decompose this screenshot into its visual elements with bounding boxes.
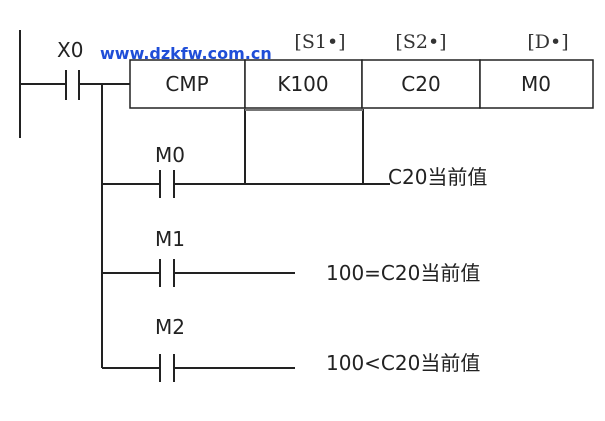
m1-contact-label: M1 (155, 227, 185, 251)
x0-contact[interactable] (65, 70, 80, 100)
m2-contact-label: M2 (155, 315, 185, 339)
cmp-cell-op (129, 59, 246, 109)
cmp-d-value: M0 (521, 72, 551, 96)
cmp-cell-s1 (244, 59, 363, 109)
operand-header-d: [D•] (527, 31, 568, 53)
cmp-cell-s2 (361, 59, 481, 109)
m2-condition-text: 100<C20当前值 (326, 351, 480, 375)
cmp-cell-d (479, 59, 594, 109)
m0-condition-text: C20当前值 (388, 165, 487, 189)
m0-condition-mask (244, 109, 364, 185)
m0-contact-label: M0 (155, 143, 185, 167)
cmp-s1-value: K100 (277, 72, 328, 96)
watermark-text: www.dzkfw.com.cn (100, 44, 272, 63)
x0-contact-label: X0 (57, 38, 83, 62)
m0-contact[interactable] (159, 170, 175, 198)
cmp-opcode-text: CMP (165, 72, 208, 96)
operand-header-s2: [S2•] (395, 31, 446, 53)
m1-contact[interactable] (159, 259, 175, 287)
cmp-instruction-box[interactable]: CMP K100 C20 M0 (129, 59, 594, 109)
cmp-s2-value: C20 (401, 72, 440, 96)
m2-contact[interactable] (159, 354, 175, 382)
m1-condition-text: 100=C20当前值 (326, 261, 480, 285)
operand-header-s1: [S1•] (294, 31, 345, 53)
